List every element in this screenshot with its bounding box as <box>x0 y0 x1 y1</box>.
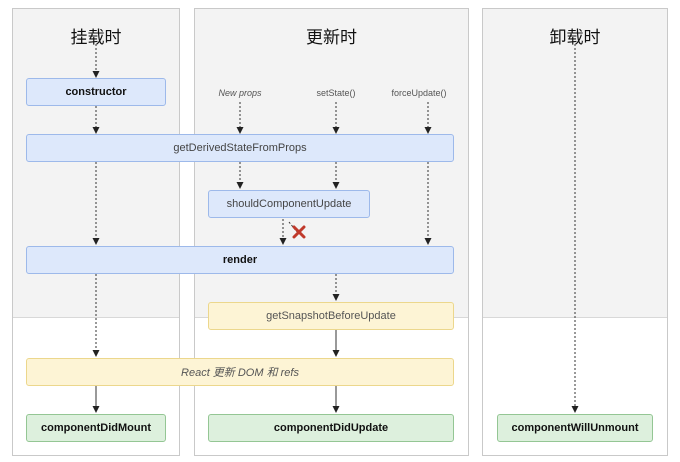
component-did-mount-box: componentDidMount <box>26 414 166 442</box>
trigger-set-state: setState() <box>316 88 356 98</box>
constructor-box: constructor <box>26 78 166 106</box>
unmount-phase-title: 卸载时 <box>549 28 601 48</box>
trigger-force-update: forceUpdate() <box>391 88 447 98</box>
get-snapshot-before-update-box: getSnapshotBeforeUpdate <box>208 302 454 330</box>
update-phase-title: 更新时 <box>306 28 357 48</box>
react-update-dom-box: React 更新 DOM 和 refs <box>26 358 454 386</box>
trigger-new-props: New props <box>218 88 262 98</box>
x-mark-icon <box>292 225 306 239</box>
component-did-update-box: componentDidUpdate <box>208 414 454 442</box>
mount-phase-title: 挂载时 <box>70 28 122 48</box>
get-derived-state-from-props-box: getDerivedStateFromProps <box>26 134 454 162</box>
render-box: render <box>26 246 454 274</box>
should-component-update-box: shouldComponentUpdate <box>208 190 370 218</box>
component-will-unmount-box: componentWillUnmount <box>497 414 653 442</box>
